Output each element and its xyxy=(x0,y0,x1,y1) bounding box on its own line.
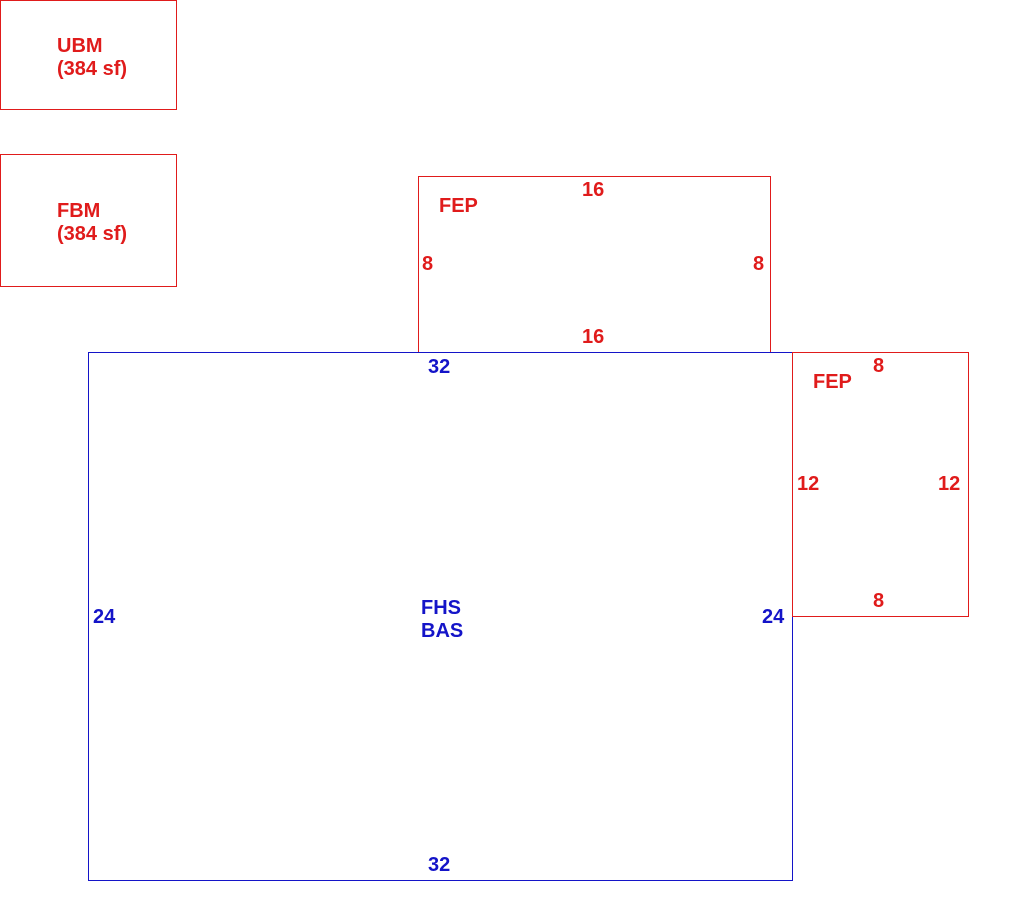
porch-right-dim-left: 12 xyxy=(797,473,820,495)
porch-top-dim-right: 8 xyxy=(753,253,765,275)
porch-top-dim-bottom: 16 xyxy=(582,326,605,348)
main-area-code-2: BAS xyxy=(421,620,464,642)
porch-top-dim-top: 16 xyxy=(582,179,605,201)
ubm-code: UBM xyxy=(57,35,103,57)
porch-right-dim-right: 12 xyxy=(938,473,961,495)
main-area-label: FHS BAS xyxy=(421,597,463,643)
porch-right-dim-bottom: 8 xyxy=(873,590,885,612)
ubm-legend-label: UBM (384 sf) xyxy=(57,35,127,81)
fbm-legend-label: FBM (384 sf) xyxy=(57,200,127,246)
fbm-code: FBM xyxy=(57,200,101,222)
fbm-legend-box xyxy=(0,154,177,287)
main-area-dim-right: 24 xyxy=(762,606,785,628)
porch-right-outline xyxy=(792,352,969,617)
ubm-area: (384 sf) xyxy=(57,58,128,80)
porch-right-dim-top: 8 xyxy=(873,355,885,377)
main-area-code-1: FHS xyxy=(421,597,461,619)
ubm-legend-box xyxy=(0,0,177,110)
main-area-dim-top: 32 xyxy=(428,356,451,378)
porch-top-dim-left: 8 xyxy=(422,253,434,275)
porch-top-code: FEP xyxy=(439,195,478,217)
main-area-dim-left: 24 xyxy=(93,606,116,628)
main-area-dim-bottom: 32 xyxy=(428,854,451,876)
porch-right-code: FEP xyxy=(813,371,852,393)
fbm-area: (384 sf) xyxy=(57,223,128,245)
